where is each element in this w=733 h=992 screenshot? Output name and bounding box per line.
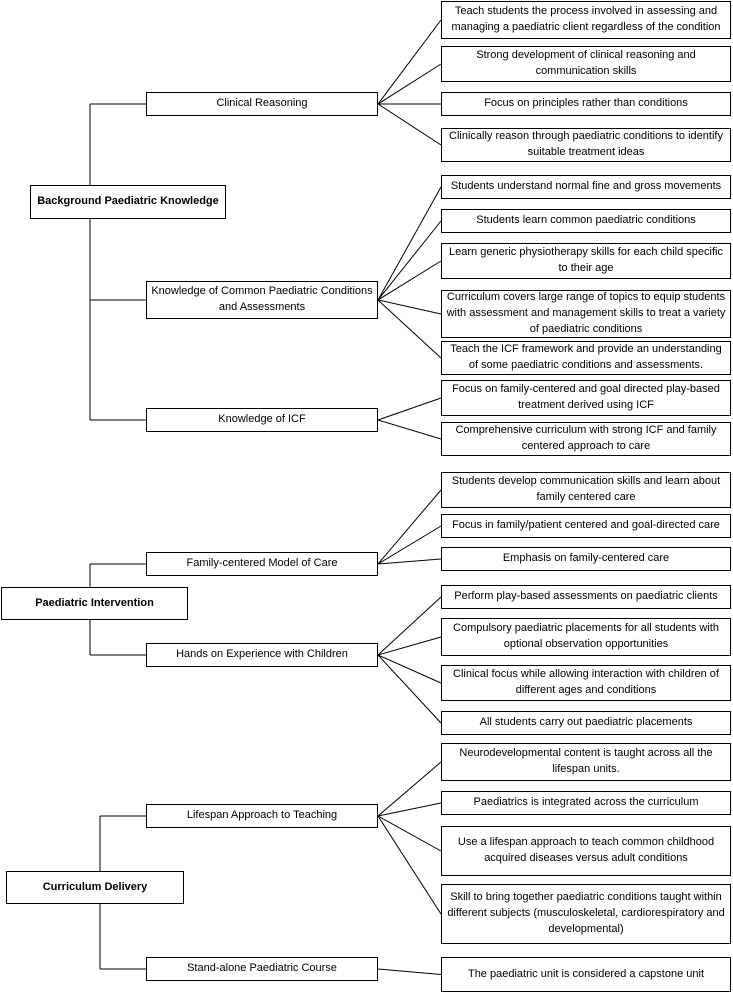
item-connector-line [377,260,442,301]
item-connector-line [377,299,442,359]
item-connector-line [377,299,442,315]
item-connector-line [377,815,442,852]
subtheme-box-s4-label: Family-centered Model of Care [186,557,338,570]
item-box-label: Perform play-based assessments on paedia… [454,590,718,603]
item-box: Clinically reason through paediatric con… [441,128,731,162]
item-box: Students learn common paediatric conditi… [441,209,731,233]
item-connector-line [377,525,442,565]
item-box-label: Clinical focus while allowing interactio… [453,668,719,696]
item-connector-line [377,489,442,565]
item-box-label: All students carry out paediatric placem… [479,716,693,729]
item-box: Compulsory paediatric placements for all… [441,618,731,656]
item-box: Comprehensive curriculum with strong ICF… [441,422,731,456]
item-box: Focus on family-centered and goal direct… [441,380,731,416]
subtheme-box-s2: Knowledge of Common Paediatric Condition… [146,281,378,319]
theme-box-t3-label: Curriculum Delivery [42,880,148,893]
item-box-label: Curriculum covers large range of topics … [446,291,726,335]
item-box-label: Neurodevelopmental content is taught acr… [459,747,713,775]
item-box: Neurodevelopmental content is taught acr… [441,743,731,781]
item-box-label: Comprehensive curriculum with strong ICF… [455,424,717,452]
item-connector-line [377,103,442,146]
item-box-label: Emphasis on family-centered care [502,552,670,565]
item-connector-line [377,968,442,975]
item-connector-line [377,419,442,440]
item-box-label: Students develop communication skills an… [451,475,721,503]
subtheme-box-s1: Clinical Reasoning [146,92,378,116]
item-box-label: Teach students the process involved in a… [451,5,721,33]
subtheme-box-s2-label: Knowledge of Common Paediatric Condition… [151,285,373,313]
item-box: Paediatrics is integrated across the cur… [441,791,731,815]
subtheme-box-s3-label: Knowledge of ICF [218,413,306,426]
theme-box-t1-label: Background Paediatric Knowledge [37,195,219,208]
item-box: Focus in family/patient centered and goa… [441,514,731,538]
item-connector-line [377,636,442,656]
subtheme-box-s6-label: Lifespan Approach to Teaching [186,809,338,822]
item-connector-line [377,19,442,105]
subtheme-box-s5: Hands on Experience with Children [146,643,378,667]
item-connector-line [377,397,442,421]
item-box: Curriculum covers large range of topics … [441,290,731,338]
item-box-label: Use a lifespan approach to teach common … [457,836,715,864]
theme-box-t2: Paediatric Intervention [1,587,188,620]
item-box: Students understand normal fine and gros… [441,175,731,199]
item-connector-line [377,654,442,684]
theme-box-t2-label: Paediatric Intervention [35,596,154,609]
item-connector-line [377,761,442,817]
item-box-label: Students learn common paediatric conditi… [476,214,696,227]
subtheme-box-s4: Family-centered Model of Care [146,552,378,576]
item-box: Learn generic physiotherapy skills for e… [441,243,731,279]
item-connector-line [377,815,442,915]
item-box: Use a lifespan approach to teach common … [441,826,731,876]
item-box: Students develop communication skills an… [441,472,731,508]
item-connector-line [377,63,442,105]
item-box: Focus on principles rather than conditio… [441,92,731,116]
subtheme-box-s7: Stand-alone Paediatric Course [146,957,378,981]
item-box-label: Clinically reason through paediatric con… [449,130,723,158]
item-box: Teach students the process involved in a… [441,1,731,39]
item-box-label: Students understand normal fine and gros… [450,180,722,193]
item-box: Skill to bring together paediatric condi… [441,884,731,944]
item-box: All students carry out paediatric placem… [441,711,731,735]
item-box: Emphasis on family-centered care [441,547,731,571]
item-box: Teach the ICF framework and provide an u… [441,341,731,375]
item-box-label: Focus on family-centered and goal direct… [452,383,720,411]
item-box: Strong development of clinical reasoning… [441,46,731,82]
item-box-label: Skill to bring together paediatric condi… [447,891,725,935]
subtheme-box-s5-label: Hands on Experience with Children [176,648,348,661]
item-box: Clinical focus while allowing interactio… [441,665,731,701]
item-box-label: Teach the ICF framework and provide an u… [450,343,722,371]
item-connector-line [377,596,442,656]
item-box-label: Compulsory paediatric placements for all… [453,622,719,650]
item-box-label: Learn generic physiotherapy skills for e… [449,246,723,274]
item-connector-line [377,558,442,565]
item-connector-line [377,802,442,817]
subtheme-box-s6: Lifespan Approach to Teaching [146,804,378,828]
subtheme-box-s1-label: Clinical Reasoning [216,97,308,110]
item-box-label: Strong development of clinical reasoning… [476,49,696,77]
item-connector-line [377,220,442,301]
subtheme-box-s3: Knowledge of ICF [146,408,378,432]
item-box-label: Focus in family/patient centered and goa… [452,519,720,532]
theme-box-t1: Background Paediatric Knowledge [30,185,226,219]
theme-box-t3: Curriculum Delivery [6,871,184,904]
item-box-label: Paediatrics is integrated across the cur… [473,796,699,809]
item-box-label: Focus on principles rather than conditio… [484,97,688,110]
item-connector-line [377,654,442,724]
item-box: The paediatric unit is considered a caps… [441,957,731,992]
item-connector-line [377,186,442,301]
item-box: Perform play-based assessments on paedia… [441,585,731,609]
item-box-label: The paediatric unit is considered a caps… [467,967,705,980]
subtheme-box-s7-label: Stand-alone Paediatric Course [187,962,337,975]
